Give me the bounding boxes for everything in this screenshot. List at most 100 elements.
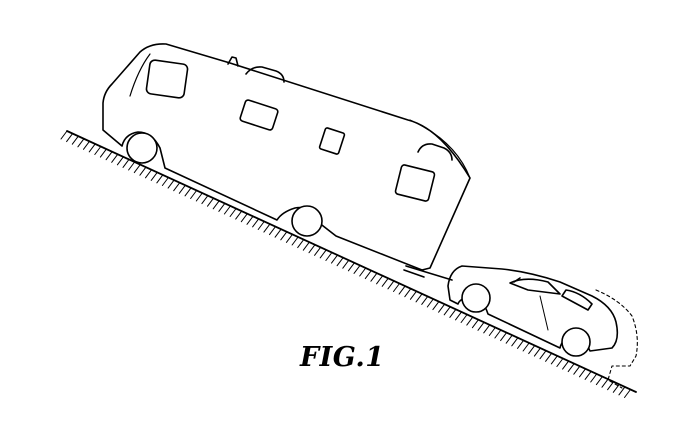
car-front-wheel: [461, 283, 491, 313]
car-rear-wheel: [561, 327, 591, 357]
hatch-mark: [426, 298, 434, 308]
hatch-mark: [263, 223, 271, 233]
hatch-mark: [500, 332, 508, 342]
hatch-mark: [240, 213, 248, 223]
hatch-mark: [178, 184, 186, 194]
hatch-mark: [116, 156, 124, 166]
side-window-2: [318, 127, 346, 155]
hatch-mark: [190, 190, 198, 199]
hatch-mark: [66, 133, 74, 143]
hatch-mark: [285, 233, 293, 243]
hatch-mark: [494, 329, 502, 339]
hatch-mark: [522, 342, 530, 352]
hatch-mark: [314, 246, 322, 256]
hatch-mark: [624, 389, 631, 398]
ground-hatching: [60, 130, 631, 398]
hatch-mark: [483, 324, 491, 334]
hatch-mark: [201, 195, 209, 205]
hatch-mark: [517, 339, 524, 349]
hatch-mark: [122, 158, 130, 168]
hatch-mark: [88, 143, 96, 153]
car-rear-window: [561, 289, 593, 311]
hatch-mark: [280, 231, 288, 241]
hatch-mark: [229, 208, 237, 217]
hatch-mark: [83, 140, 90, 150]
hatch-mark: [550, 355, 558, 365]
hatch-mark: [421, 295, 429, 305]
hatch-mark: [94, 146, 102, 155]
hatch-mark: [438, 303, 446, 313]
hatch-mark: [409, 290, 417, 300]
hatch-mark: [455, 311, 462, 321]
hatch-mark: [601, 378, 609, 388]
hatch-mark: [398, 285, 406, 295]
hatch-mark: [105, 151, 113, 161]
hatch-mark: [595, 376, 603, 386]
hatch-mark: [359, 267, 367, 277]
hatch-mark: [618, 386, 626, 396]
hatch-mark: [331, 254, 338, 264]
hatch-mark: [195, 192, 203, 202]
hatch-mark: [404, 288, 412, 298]
hillside-ground: [60, 130, 637, 398]
car-front-window: [509, 278, 561, 295]
hatch-mark: [539, 350, 547, 360]
hatch-mark: [71, 135, 79, 145]
hatch-mark: [207, 197, 214, 207]
hatch-mark: [449, 308, 457, 318]
hatch-mark: [184, 187, 192, 197]
motorhome-rear-wheel: [291, 205, 323, 237]
hatch-mark: [573, 365, 581, 375]
hatch-mark: [336, 257, 344, 267]
hatch-mark: [269, 226, 276, 236]
hatch-mark: [353, 264, 361, 274]
hatch-mark: [291, 236, 299, 246]
hatch-mark: [415, 293, 423, 303]
hatch-mark: [223, 205, 231, 215]
hatch-mark: [145, 169, 152, 179]
hatch-mark: [257, 221, 265, 230]
hatch-mark: [274, 228, 282, 238]
car-ghost-outline: [595, 289, 638, 389]
hatch-mark: [319, 249, 327, 259]
hatch-mark: [612, 383, 620, 393]
hatch-mark: [381, 277, 389, 287]
hatch-mark: [246, 215, 254, 225]
hatch-mark: [325, 252, 333, 261]
hatch-mark: [590, 373, 598, 383]
hatch-mark: [150, 171, 158, 181]
hatch-mark: [235, 210, 243, 220]
hatch-mark: [297, 239, 305, 249]
figure-caption: FIG.1: [300, 342, 385, 373]
hatch-mark: [173, 182, 181, 192]
hatch-mark: [579, 368, 586, 378]
cab-window: [145, 59, 189, 99]
hatch-mark: [393, 283, 400, 292]
side-window-3: [394, 164, 436, 202]
hatch-mark: [584, 370, 592, 380]
hatch-mark: [387, 280, 395, 290]
hatch-mark: [342, 259, 350, 269]
hatch-mark: [99, 148, 107, 158]
motorhome: [102, 43, 471, 281]
hatch-mark: [139, 166, 147, 176]
hatch-mark: [156, 174, 164, 184]
hatch-mark: [511, 337, 519, 347]
hatch-mark: [528, 345, 536, 355]
hatch-mark: [167, 179, 175, 189]
hatch-mark: [347, 262, 355, 272]
hatch-mark: [562, 360, 570, 370]
hatch-mark: [460, 314, 468, 323]
hatch-mark: [432, 301, 440, 311]
hatch-mark: [556, 358, 564, 367]
hatch-mark: [567, 363, 575, 373]
hatch-mark: [466, 316, 474, 326]
hatch-mark: [308, 244, 316, 254]
roof-ac-rear: [417, 143, 453, 161]
hatch-mark: [533, 347, 541, 357]
hatch-mark: [477, 321, 485, 331]
hatch-mark: [133, 164, 141, 174]
hatch-mark: [488, 327, 496, 336]
hatch-mark: [212, 200, 220, 210]
